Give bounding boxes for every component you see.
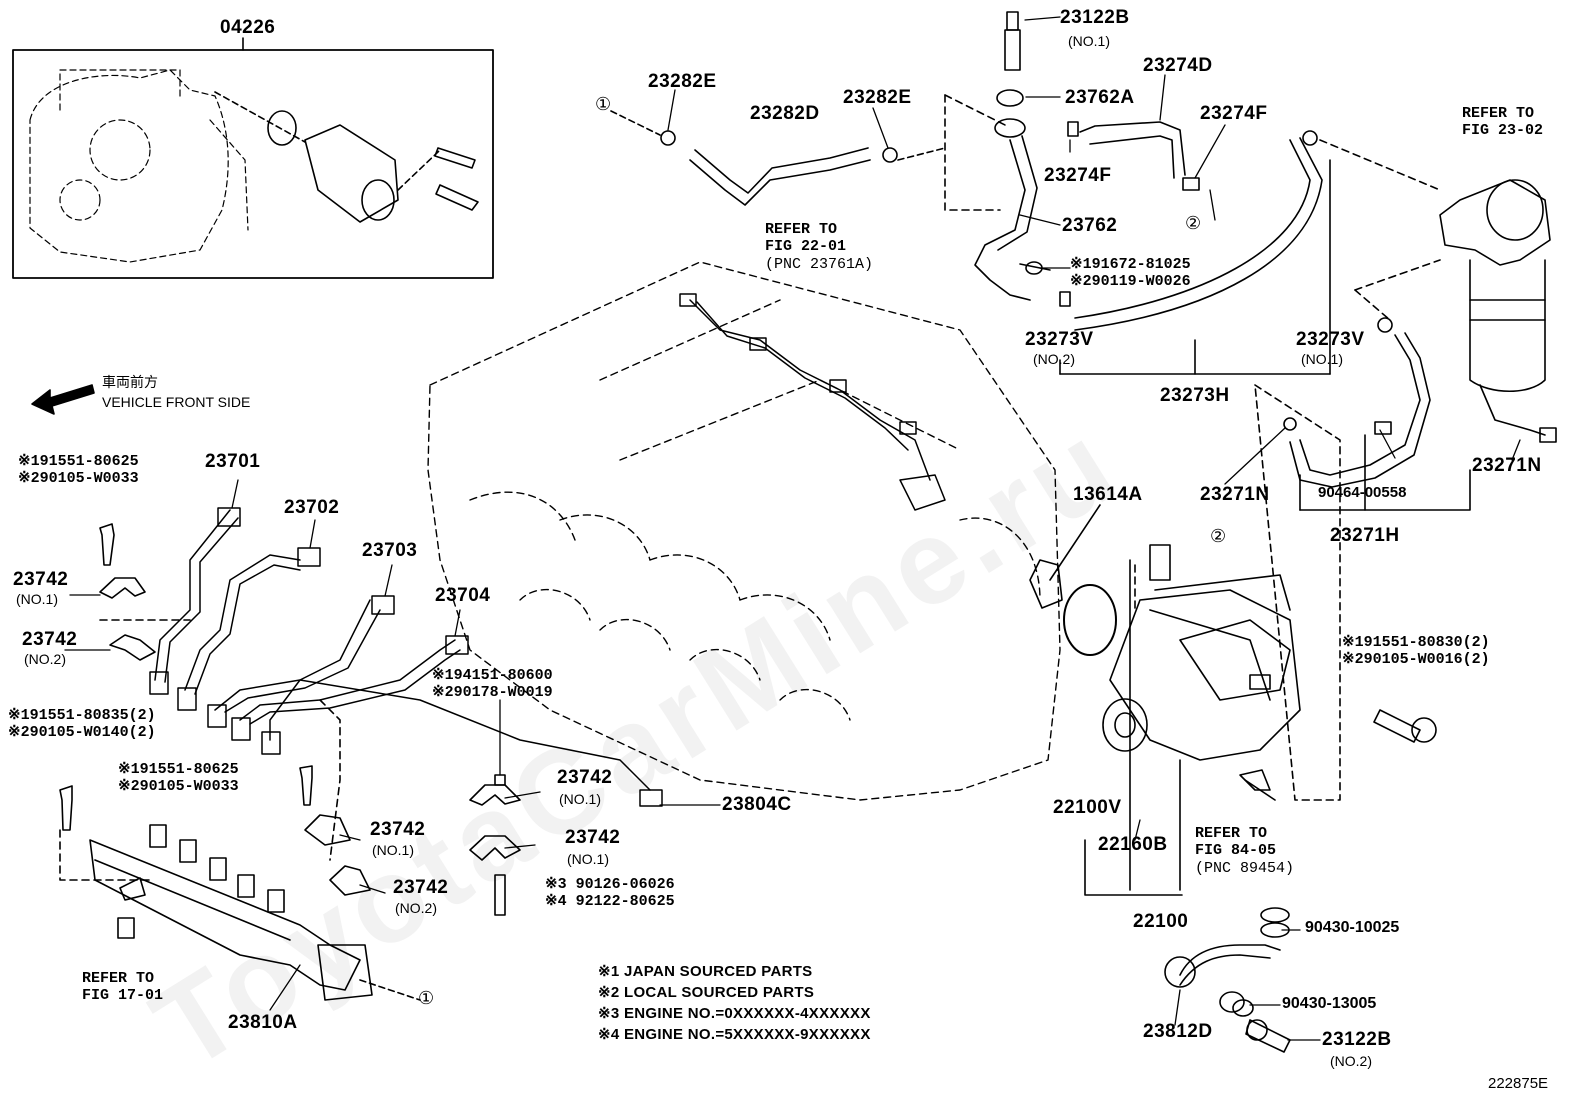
part-sub-23122B-no1: (NO.1) bbox=[1068, 33, 1110, 49]
hose-23282 bbox=[610, 110, 946, 206]
part-label-23703: 23703 bbox=[362, 540, 418, 561]
circled-one-top: ① bbox=[595, 94, 612, 115]
part-sub-23273V-no1: (NO.1) bbox=[1301, 351, 1343, 367]
part-label-23762A: 23762A bbox=[1065, 87, 1135, 108]
part-label-23273V-no1: 23273V bbox=[1296, 329, 1365, 350]
code-group-6: ※3 90126-06026※4 92122-80625 bbox=[545, 876, 675, 911]
part-label-23812D: 23812D bbox=[1143, 1021, 1213, 1042]
note-3: ※3 ENGINE NO.=0XXXXXX-4XXXXXX bbox=[598, 1005, 871, 1022]
part-label-22100V: 22100V bbox=[1053, 797, 1122, 818]
part-label-23701: 23701 bbox=[205, 451, 261, 472]
circled-one-bottom: ① bbox=[418, 988, 435, 1009]
hose-23273H bbox=[1059, 130, 1441, 375]
part-label-90464-00558: 90464-00558 bbox=[1318, 484, 1407, 501]
note-2: ※2 LOCAL SOURCED PARTS bbox=[598, 984, 815, 1001]
part-sub-23122B-no2: (NO.2) bbox=[1330, 1053, 1372, 1069]
part-label-22100: 22100 bbox=[1133, 911, 1189, 932]
front-arrow bbox=[31, 384, 95, 415]
front-side-en: VEHICLE FRONT SIDE bbox=[102, 394, 251, 410]
bolts bbox=[59, 523, 313, 831]
part-label-23810A: 23810A bbox=[228, 1012, 298, 1033]
part-sub-23742-1: (NO.1) bbox=[16, 591, 58, 607]
part-label-90430-10025: 90430-10025 bbox=[1305, 919, 1400, 936]
inset-pump-drawing bbox=[29, 69, 249, 263]
part-label-23702: 23702 bbox=[284, 497, 340, 518]
code-group-7: ※191551-80830(2)※290105-W0016(2) bbox=[1342, 634, 1490, 669]
engine-harness bbox=[679, 293, 946, 511]
part-label-23282D: 23282D bbox=[750, 103, 820, 124]
part-label-23274F-a: 23274F bbox=[1200, 103, 1268, 124]
part-sub-23742-5: (NO.1) bbox=[567, 851, 609, 867]
part-sub-23742-4: (NO.1) bbox=[372, 842, 414, 858]
part-label-23742-5: 23742 bbox=[565, 827, 621, 848]
hose-23271H bbox=[1283, 259, 1471, 511]
code-group-5: ※194151-80600※290178-W0019 bbox=[432, 667, 553, 702]
part-label-23273H: 23273H bbox=[1160, 385, 1230, 406]
part-label-23271N-a: 23271N bbox=[1200, 484, 1270, 505]
part-label-23282E-b: 23282E bbox=[843, 87, 912, 108]
part-sub-23742-6: (NO.2) bbox=[395, 900, 437, 916]
inset-frame bbox=[12, 49, 494, 279]
part-label-23742-4: 23742 bbox=[370, 819, 426, 840]
code-group-4: ※191551-80625※290105-W0033 bbox=[118, 761, 239, 796]
part-label-90430-13005: 90430-13005 bbox=[1282, 995, 1377, 1012]
code-group-3: ※191551-80835(2)※290105-W0140(2) bbox=[8, 707, 156, 742]
part-label-23282E-a: 23282E bbox=[648, 71, 717, 92]
common-rail bbox=[59, 619, 421, 1001]
supply-pump bbox=[1029, 384, 1437, 896]
part-label-23804C: 23804C bbox=[722, 794, 792, 815]
part-label-23271H: 23271H bbox=[1330, 525, 1400, 546]
engine-block bbox=[427, 261, 1061, 801]
code-group-1: ※191672-81025※290119-W0026 bbox=[1070, 256, 1191, 291]
note-1: ※1 JAPAN SOURCED PARTS bbox=[598, 963, 813, 980]
note-4: ※4 ENGINE NO.=5XXXXXX-9XXXXXX bbox=[598, 1026, 871, 1043]
part-label-23273V-no2: 23273V bbox=[1025, 329, 1094, 350]
circled-two-top: ② bbox=[1185, 213, 1202, 234]
leader-13614A bbox=[1049, 504, 1101, 581]
part-label-23274F-b: 23274F bbox=[1044, 165, 1112, 186]
circled-two-pump: ② bbox=[1210, 526, 1227, 547]
part-label-23704: 23704 bbox=[435, 585, 491, 606]
clamps bbox=[99, 577, 521, 916]
part-label-23742-2: 23742 bbox=[22, 629, 78, 650]
code-group-2: ※191551-80625※290105-W0033 bbox=[18, 453, 139, 488]
part-label-04226: 04226 bbox=[220, 17, 276, 38]
pipe-23762 bbox=[944, 11, 1200, 307]
figure-id: 222875E bbox=[1488, 1075, 1549, 1092]
part-label-23742-6: 23742 bbox=[393, 877, 449, 898]
leader-lines bbox=[64, 16, 1521, 1041]
part-sub-23742-2: (NO.2) bbox=[24, 651, 66, 667]
injector-harness bbox=[149, 507, 663, 807]
part-label-23271N-b: 23271N bbox=[1472, 455, 1542, 476]
part-sub-23742-3: (NO.1) bbox=[559, 791, 601, 807]
part-label-23742-3: 23742 bbox=[557, 767, 613, 788]
part-label-23122B-no2: 23122B bbox=[1322, 1029, 1392, 1050]
fuel-filter bbox=[1439, 179, 1557, 443]
part-label-23274D: 23274D bbox=[1143, 55, 1213, 76]
part-sub-23273V-no2: (NO.2) bbox=[1033, 351, 1075, 367]
part-label-13614A: 13614A bbox=[1073, 484, 1143, 505]
part-label-23762: 23762 bbox=[1062, 215, 1118, 236]
inset-valve-drawing bbox=[214, 91, 479, 223]
part-label-23122B-no1: 23122B bbox=[1060, 7, 1130, 28]
part-label-22160B: 22160B bbox=[1098, 834, 1168, 855]
front-side-jp: 車両前方 bbox=[102, 374, 158, 390]
part-label-23742-1: 23742 bbox=[13, 569, 69, 590]
